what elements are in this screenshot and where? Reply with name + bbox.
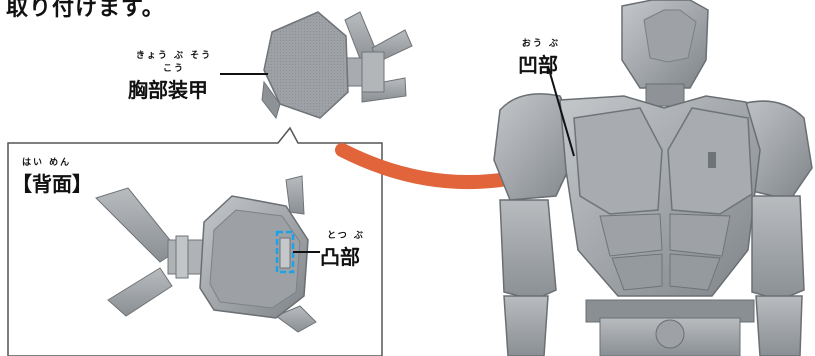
- chest-armor-ruby: きょう ぶ そう こう: [135, 51, 213, 74]
- back-view-label: はい めん 【背面】: [12, 155, 102, 197]
- concave-text: 凹部: [518, 53, 558, 77]
- concave-label: おう ぶ 凹部: [518, 36, 564, 78]
- convex-label: とつ ぶ 凸部: [320, 228, 372, 270]
- concave-leader: [547, 65, 575, 157]
- back-view-text: 【背面】: [12, 172, 92, 196]
- concave-ruby: おう ぶ: [521, 39, 561, 49]
- back-view-part: [95, 175, 320, 333]
- chest-armor-text: 胸部装甲: [128, 78, 208, 102]
- back-view-ruby: はい めん: [22, 158, 72, 168]
- figure-body: [493, 0, 813, 356]
- convex-ruby: とつ ぶ: [327, 231, 365, 241]
- chest-armor-label: きょう ぶ そう こう 胸部装甲: [128, 48, 220, 103]
- convex-text: 凸部: [320, 245, 360, 269]
- chest-armor-part: [261, 11, 413, 120]
- instruction-text: 取り付けます。: [6, 0, 165, 21]
